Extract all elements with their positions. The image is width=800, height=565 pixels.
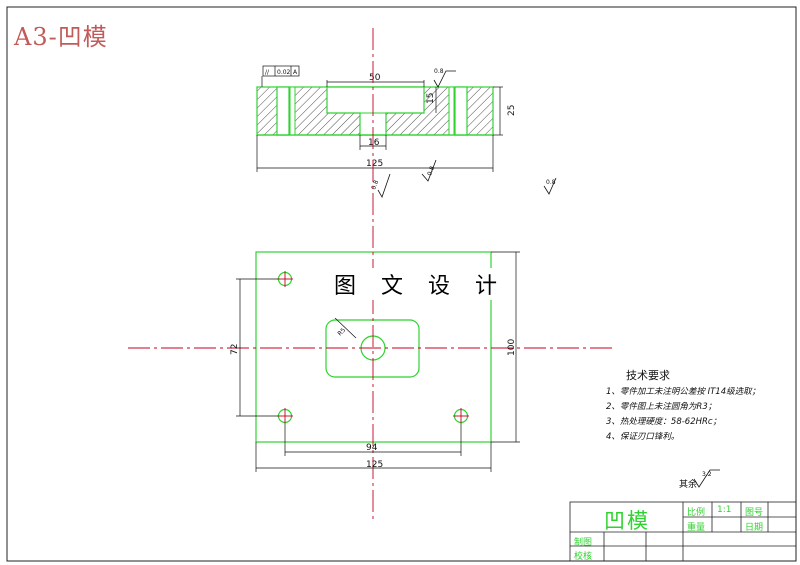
roughness-3: 0.8 <box>426 165 436 177</box>
title-block-date-label: 日期 <box>745 523 764 533</box>
sheet-border <box>6 6 797 562</box>
dim-125-plan: 125 <box>366 460 383 470</box>
tech-note-2: 2、零件图上未注圆角为R3； <box>606 402 717 412</box>
front-view-dimensions <box>256 65 503 172</box>
tol-datum: A <box>293 69 298 76</box>
dim-25: 25 <box>507 105 517 116</box>
dim-16: 16 <box>368 138 380 148</box>
other-roughness-symbol <box>693 469 720 488</box>
watermark-text: 图 文 设 计 <box>332 268 508 300</box>
dim-72: 72 <box>230 344 240 355</box>
tech-note-3: 3、热处理硬度：58-62HRc； <box>606 417 722 427</box>
title-block-drawing-no-label: 图号 <box>745 508 764 518</box>
dim-100: 100 <box>507 339 517 356</box>
dim-94: 94 <box>366 443 378 453</box>
plan-view-dimensions <box>236 251 520 472</box>
technical-requirements: 技术要求 1、零件加工未注明公差按 IT14级选取； 2、零件图上未注圆角为R3… <box>606 368 760 445</box>
roughness-4: 0.8 <box>546 179 556 186</box>
title-block-checked-label: 校核 <box>574 552 593 562</box>
title-block-drawn-label: 制图 <box>574 538 593 548</box>
tech-note-4: 4、保证刃口锋利。 <box>606 432 680 442</box>
title-block <box>569 501 797 562</box>
dim-r5: R5 <box>336 327 347 338</box>
roughness-1: 0.8 <box>434 68 444 75</box>
title-block-scale-value: 1:1 <box>717 505 732 515</box>
tech-note-1: 1、零件加工未注明公差按 IT14级选取； <box>606 387 761 397</box>
tech-notes-heading: 技术要求 <box>626 369 670 382</box>
roughness-symbols <box>377 70 557 198</box>
tol-value: 0.02 <box>277 69 291 76</box>
roughness-2: 0.8 <box>370 179 380 191</box>
dim-125-front: 125 <box>366 159 383 169</box>
front-section-view <box>256 86 494 136</box>
title-block-weight-label: 重量 <box>687 523 706 533</box>
dim-50: 50 <box>369 73 381 83</box>
dim-15: 15 <box>426 93 436 104</box>
title-block-part-name: 凹模 <box>604 509 650 533</box>
other-roughness-value: 3.2 <box>702 471 712 478</box>
title-block-scale-label: 比例 <box>687 508 706 518</box>
tol-parallel: // <box>265 69 270 76</box>
other-roughness-label: 其余 <box>679 478 697 490</box>
sheet-title: A3-凹模 <box>14 23 108 51</box>
